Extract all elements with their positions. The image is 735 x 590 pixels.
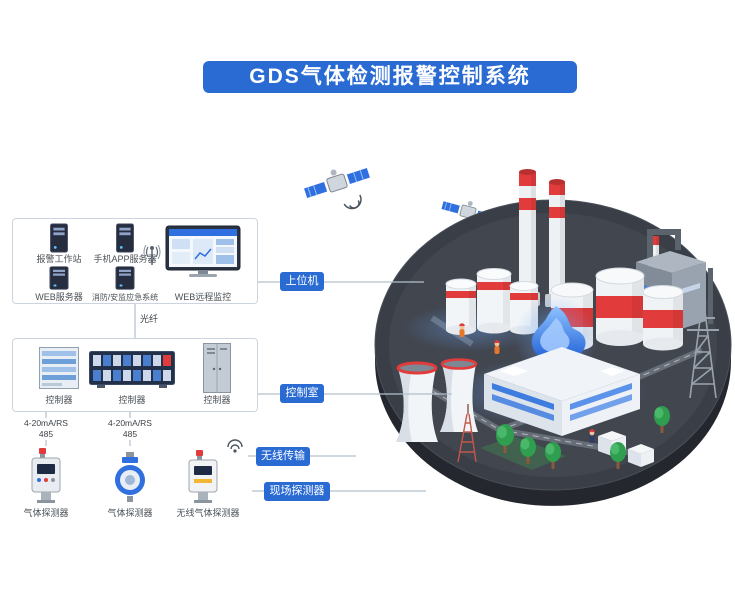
connectors bbox=[45, 281, 452, 492]
badge-wireless: 无线传输 bbox=[256, 447, 310, 466]
road-markings bbox=[404, 349, 703, 456]
workers bbox=[459, 323, 595, 443]
controller-chassis-icon bbox=[89, 351, 175, 388]
comms-tower bbox=[457, 404, 477, 463]
controller-label: 控制器 bbox=[45, 395, 73, 405]
fire-safety-system-label: 消防/安监应急系统 bbox=[91, 293, 159, 302]
web-remote-monitor-label: WEB远程监控 bbox=[174, 292, 232, 302]
satellite-signal-icon bbox=[343, 194, 362, 210]
control-room-building bbox=[484, 296, 640, 436]
upper-computer-group: 报警工作站 手机APP服务器 WEB服务器 消防/安监应急系统 bbox=[12, 218, 258, 304]
badge-upper-computer: 上位机 bbox=[280, 272, 324, 291]
controller-rack-icon bbox=[39, 347, 79, 389]
controller-cabinet-icon bbox=[203, 343, 231, 393]
wireless-gas-detector-label: 无线气体探测器 bbox=[176, 508, 240, 518]
fiber-link-label: 光纤 bbox=[140, 314, 159, 324]
bus-label: 4-20mA/RS 485 bbox=[100, 418, 160, 440]
controller-label: 控制器 bbox=[118, 395, 146, 405]
web-server-label: WEB服务器 bbox=[35, 292, 83, 302]
server-icon bbox=[50, 223, 68, 253]
server-icon bbox=[49, 266, 69, 290]
server-icon bbox=[116, 223, 134, 253]
monitor-icon bbox=[165, 225, 241, 277]
power-pylon bbox=[687, 302, 719, 399]
controller-label: 控制器 bbox=[203, 395, 231, 405]
gas-detector-icon bbox=[31, 448, 61, 503]
controller-group: 控制器 控制器 控制器 bbox=[12, 338, 258, 412]
bus-label: 4-20mA/RS 485 bbox=[16, 418, 76, 440]
alarm-workstation-label: 报警工作站 bbox=[36, 254, 82, 264]
badge-control-room: 控制室 bbox=[280, 384, 324, 403]
trees bbox=[496, 406, 670, 469]
gas-detector-label: 气体探测器 bbox=[23, 508, 69, 518]
utility-buildings bbox=[598, 431, 654, 467]
gas-detector-icon bbox=[115, 452, 145, 502]
satellite-icon bbox=[304, 168, 370, 198]
wireless-gas-detector-icon bbox=[188, 450, 218, 503]
antenna-icon bbox=[143, 244, 161, 265]
server-icon bbox=[115, 266, 135, 290]
badge-field-detectors: 现场探测器 bbox=[264, 482, 330, 501]
app-server-label: 手机APP服务器 bbox=[93, 254, 157, 264]
page-title: GDS气体检测报警控制系统 bbox=[203, 61, 577, 93]
wifi-icon bbox=[227, 439, 243, 453]
gas-detector-label: 气体探测器 bbox=[107, 508, 153, 518]
